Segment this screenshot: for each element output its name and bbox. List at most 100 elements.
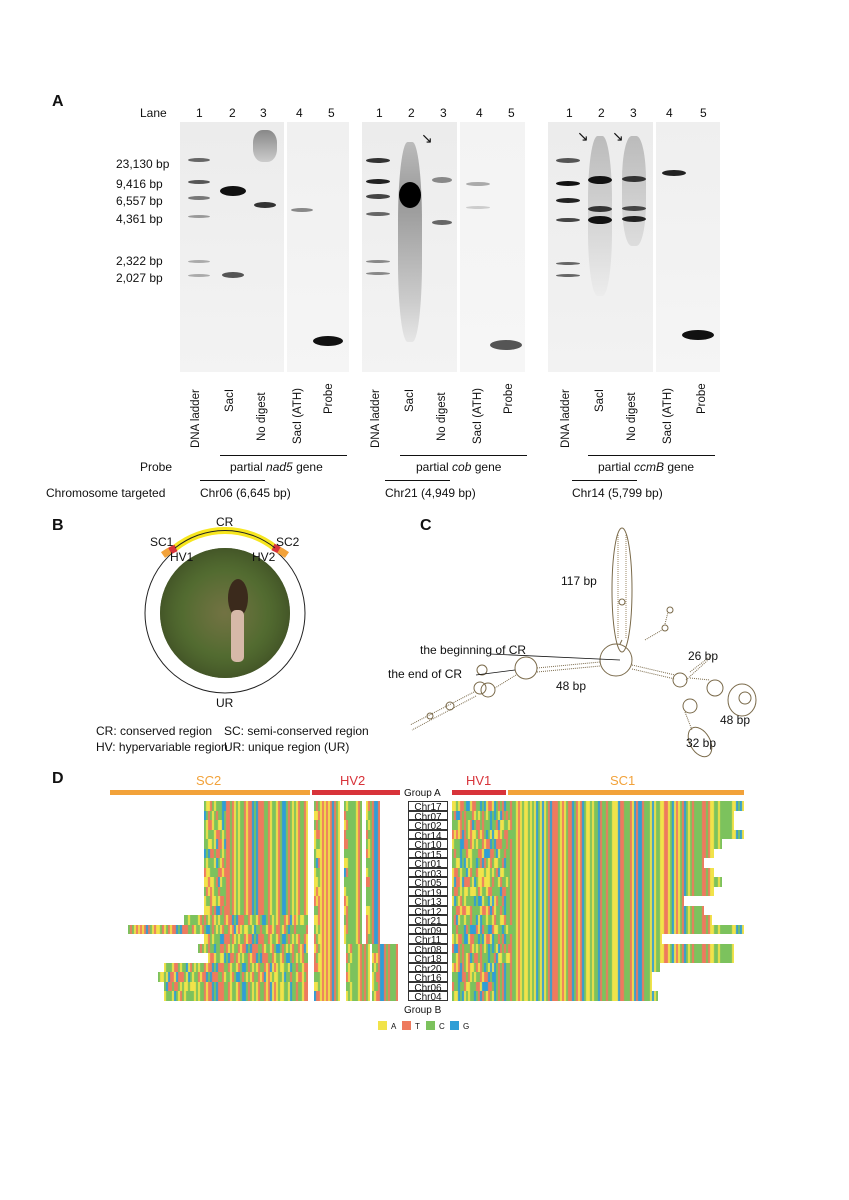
lane-name: No digest [436,392,448,441]
gel-image-right [287,122,349,372]
chromosome-label: Chr18 [408,953,448,965]
lane-name: DNA ladder [560,389,572,448]
alignment-row [158,972,308,982]
legend-cr: CR: conserved region [96,724,213,738]
alignment-row [204,858,308,868]
lane-name: Probe [696,383,708,414]
alignment-row [452,801,744,811]
lane-name: SacI (ATH) [472,387,484,444]
chromosome-label: Chr20 [408,962,448,975]
lane-number: 4 [666,106,673,120]
lane-name: SacI (ATH) [292,387,304,444]
lane-number: 2 [408,106,415,120]
region-map [144,527,306,694]
alignment-row [204,867,308,878]
alignment-left [108,801,408,1001]
chromosome-label: Chr21 [408,915,448,927]
alignment-right [452,801,744,1001]
group-b-label: Group B [404,1005,442,1016]
label-117bp: 117 bp [561,574,597,588]
alignment-row [314,886,340,897]
lane-number: 4 [476,106,483,120]
alignment-row [314,839,340,849]
lane-name: DNA ladder [190,389,202,448]
alignment-row [452,877,722,887]
lane-name: DNA ladder [370,389,382,448]
alignment-row [366,886,380,897]
chromosome-label: Chr07 [408,810,448,822]
cr-arc [172,527,278,551]
alignment-row [204,934,308,944]
alignment-row [452,820,734,830]
label-end-cr: the end of CR [388,667,463,681]
alignment-row [452,810,734,821]
legend-label-g: G [463,1022,470,1031]
alignment-row [366,867,380,878]
label-cr: CR [216,515,234,529]
alignment-row [314,962,340,973]
gel-image-left [180,122,284,372]
lane-number: 5 [700,106,707,120]
gel-image-left [548,122,653,372]
alignment-row [452,943,734,954]
alignment-row [366,896,380,906]
alignment-row [366,924,380,935]
ladder-size: 4,361 bp [116,212,163,226]
mushroom-stem-icon [231,610,244,662]
alignment-row [314,915,340,925]
alignment-row [452,981,652,992]
alignment-row [344,934,362,944]
alignment-row [204,848,308,859]
lane-number: 5 [328,106,335,120]
panel-c-letter: C [420,517,432,534]
stem-loop-117 [611,527,633,653]
chromosome-row-label: Chromosome targeted [46,486,166,500]
alignment-row [346,943,370,954]
alignment-row [344,867,362,878]
alignment-row [344,915,362,925]
alignment-row [344,829,362,840]
chromosome-label: Chr16 [408,972,448,984]
alignment-row [344,924,362,935]
alignment-row [204,810,308,821]
lane-number: 3 [260,106,267,120]
alignment-row [366,810,380,821]
chromosome-label: Chr15 [408,848,448,860]
central-loop [599,643,633,677]
alignment-row [452,848,714,859]
arrow-icon: ↘ [577,128,589,144]
chromosome-label: Chr03 [408,867,448,879]
alignment-row [452,867,714,878]
alignment-row [372,981,398,992]
label-48bp-middle: 48 bp [556,679,587,693]
alignment-row [314,934,340,944]
gel-image-right [460,122,525,372]
probe-name-nad5: partial nad5 gene [230,460,323,474]
lane-name: Probe [503,383,515,414]
segment-bar-hv2 [312,790,400,795]
lane-number: 3 [630,106,637,120]
alignment-row [164,991,308,1001]
label-48bp-right: 48 bp [720,713,751,727]
alignment-row [314,943,340,954]
lane-label: Lane [140,106,167,120]
alignment-row [204,820,308,830]
alignment-row [314,810,340,821]
probe-name-ccmb: partial ccmB gene [598,460,695,474]
alignment-row [452,905,704,916]
lane-name: SacI [224,388,236,412]
alignment-row [314,820,340,830]
alignment-row [314,829,340,840]
alignment-row [366,839,380,849]
alignment-row [366,877,380,887]
alignment-row [344,801,362,811]
chromosome-label: Chr11 [408,934,448,946]
arrow-icon: ↘ [421,130,433,146]
alignment-row [346,953,370,963]
alignment-row [372,943,398,954]
alignment-row [314,877,340,887]
alignment-row [344,820,362,830]
alignment-row [366,858,380,868]
alignment-row [314,905,340,916]
alignment-row [344,810,362,821]
